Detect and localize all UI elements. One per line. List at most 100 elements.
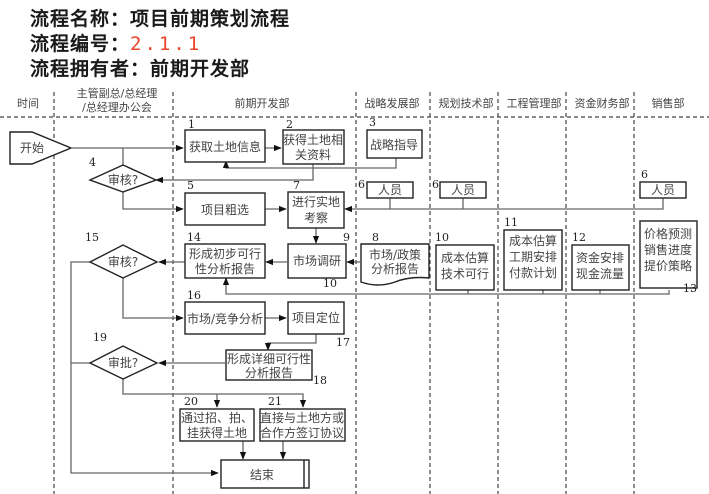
node-10-label-line1: 成本估算	[441, 250, 489, 265]
node-13-pricing-sales-plan[interactable]: 价格预测 销售进度 提价策略 13	[639, 220, 698, 295]
process-number-label: 流程编号：	[30, 33, 131, 55]
start-node[interactable]: 开始	[9, 131, 73, 165]
node-10-cost-technical[interactable]: 10 成本估算 技术可行	[435, 231, 495, 291]
process-number-value: 2.1.1	[130, 33, 203, 55]
node-1-number: 1	[188, 118, 195, 131]
node-18-label-line2: 分析报告	[245, 365, 293, 380]
node-5-label: 项目粗选	[201, 203, 249, 217]
lane-header-strategy: 战略发展部	[365, 96, 420, 110]
process-name-line: 流程名称：项目前期策划流程	[30, 4, 290, 31]
arrow-3-to-1	[222, 158, 397, 169]
arrow-17-to-18	[264, 333, 317, 351]
node-4-review-decision[interactable]: 4 审核?	[88, 156, 158, 193]
node-16-number: 16	[187, 289, 201, 302]
node-17-number: 17	[336, 336, 350, 349]
node-2-land-documents[interactable]: 2 获得土地相 关资料	[282, 118, 345, 165]
lane-header-finance: 资金财务部	[575, 96, 630, 110]
node-8-label-line1: 市场/政策	[369, 247, 421, 262]
process-name-value: 项目前期策划流程	[130, 8, 291, 30]
node-10-label-line2: 技术可行	[441, 267, 489, 281]
end-label: 结束	[250, 468, 274, 482]
node-14-label-line1: 形成初步可行	[189, 247, 261, 261]
node-11-label-line1: 成本估算	[509, 233, 557, 248]
process-number-line: 流程编号：2.1.1	[30, 29, 202, 56]
node-17-label: 项目定位	[292, 310, 340, 325]
node-21-direct-agreement[interactable]: 21 直接与土地方或 合作方签订协议	[259, 395, 346, 442]
node-20-number: 20	[184, 395, 198, 408]
node-15-number: 15	[85, 231, 99, 244]
node-14-preliminary-feasibility[interactable]: 14 形成初步可行 性分析报告	[184, 231, 266, 279]
node-1-label: 获取土地信息	[189, 139, 261, 154]
node-5-number: 5	[187, 179, 194, 192]
node-15-label: 审核?	[108, 254, 138, 269]
node-21-label-line1: 直接与土地方或	[260, 410, 344, 425]
node-14-number: 14	[187, 231, 201, 244]
node-16-market-competition-analysis[interactable]: 16 市场/竞争分析	[184, 289, 266, 335]
node-18-number: 18	[313, 374, 327, 387]
node-21-label-line2: 合作方签订协议	[260, 425, 344, 440]
node-12-label-line1: 资金安排	[576, 250, 624, 265]
lane-header-time: 时间	[17, 97, 39, 110]
node-13-label-line3: 提价策略	[644, 258, 692, 273]
process-owner-value: 前期开发部	[150, 58, 251, 80]
end-node[interactable]: 结束	[220, 459, 310, 489]
node-20-label-line2: 挂获得土地	[187, 425, 247, 440]
arrow-review19-to-21	[122, 378, 307, 408]
node-11-number: 11	[504, 216, 518, 229]
node-6-staff-planning[interactable]: 6 人员	[432, 178, 487, 199]
node-19-label: 审批?	[108, 355, 138, 370]
node-8-number: 8	[372, 231, 379, 244]
process-name-label: 流程名称：	[30, 8, 131, 30]
node-3-label: 战略指导	[370, 137, 418, 152]
node-19-number: 19	[93, 331, 107, 344]
node-1-get-land-info[interactable]: 1 获取土地信息	[184, 118, 266, 163]
node-13-label-line2: 销售进度	[644, 242, 692, 257]
node-20-label-line1: 通过招、拍、	[181, 410, 253, 425]
node-15-review-decision[interactable]: 15 审核?	[85, 231, 159, 279]
node-18-label-line1: 形成详细可行性	[227, 351, 311, 366]
node-9-label: 市场调研	[293, 253, 341, 268]
node-12-number: 12	[572, 231, 586, 244]
lane-dividers	[0, 92, 709, 494]
arrow-review15-to-16	[122, 276, 184, 322]
arrow-staff-to-7	[344, 197, 664, 213]
node-16-label: 市场/竞争分析	[187, 311, 263, 326]
node-19-approval-decision[interactable]: 19 审批?	[88, 331, 159, 380]
node-13-label-line1: 价格预测	[644, 226, 692, 241]
arrow-review15-reject-to-end	[70, 261, 219, 477]
node-8-market-policy-report[interactable]: 8 市场/政策 分析报告	[360, 231, 430, 286]
node-5-project-preselection[interactable]: 5 项目粗选	[184, 179, 266, 226]
node-6-staff-sales[interactable]: 6 人员	[639, 168, 687, 199]
start-label: 开始	[20, 141, 44, 155]
node-17-project-positioning[interactable]: 项目定位 17	[287, 301, 350, 349]
node-8-label-line2: 分析报告	[371, 261, 419, 276]
node-7-label-line2: 考察	[304, 211, 328, 225]
node-11-cost-schedule-payment[interactable]: 11 成本估算 工期安排 付款计划	[503, 216, 563, 291]
node-12-funding-cashflow[interactable]: 12 资金安排 现金流量	[571, 231, 630, 291]
node-4-label: 审核?	[108, 172, 138, 187]
lane-header-engineering: 工程管理部	[507, 96, 562, 110]
node-6c-label: 人员	[651, 183, 675, 197]
node-10-number: 10	[435, 231, 449, 244]
node-6a-number: 6	[358, 178, 365, 191]
node-7-site-inspection[interactable]: 7 进行实地 考察	[287, 179, 345, 229]
node-7-label-line1: 进行实地	[292, 194, 340, 209]
node-9-market-research[interactable]: 9 市场调研 10	[287, 231, 350, 290]
arrow-feedback-to-14	[222, 277, 670, 295]
node-6-staff-strategy[interactable]: 6 人员	[358, 178, 414, 199]
arrow-2-to-review4	[155, 164, 314, 184]
node-11-label-line3: 付款计划	[509, 266, 557, 280]
node-18-detailed-feasibility[interactable]: 形成详细可行性 分析报告 18	[225, 349, 327, 387]
node-7-number: 7	[293, 179, 300, 192]
node-9-number: 9	[343, 231, 350, 244]
node-3-strategic-guidance[interactable]: 3 战略指导	[366, 116, 423, 159]
arrow-review4-to-5	[122, 192, 184, 213]
node-2-label-line2: 关资料	[295, 148, 331, 162]
node-2-number: 2	[286, 118, 293, 131]
node-20-acquire-land-auction[interactable]: 20 通过招、拍、 挂获得土地	[179, 395, 255, 442]
node-11-label-line2: 工期安排	[509, 249, 557, 264]
lane-header-sales: 销售部	[652, 96, 685, 110]
node-13-number: 13	[683, 282, 697, 295]
node-21-number: 21	[268, 395, 282, 408]
